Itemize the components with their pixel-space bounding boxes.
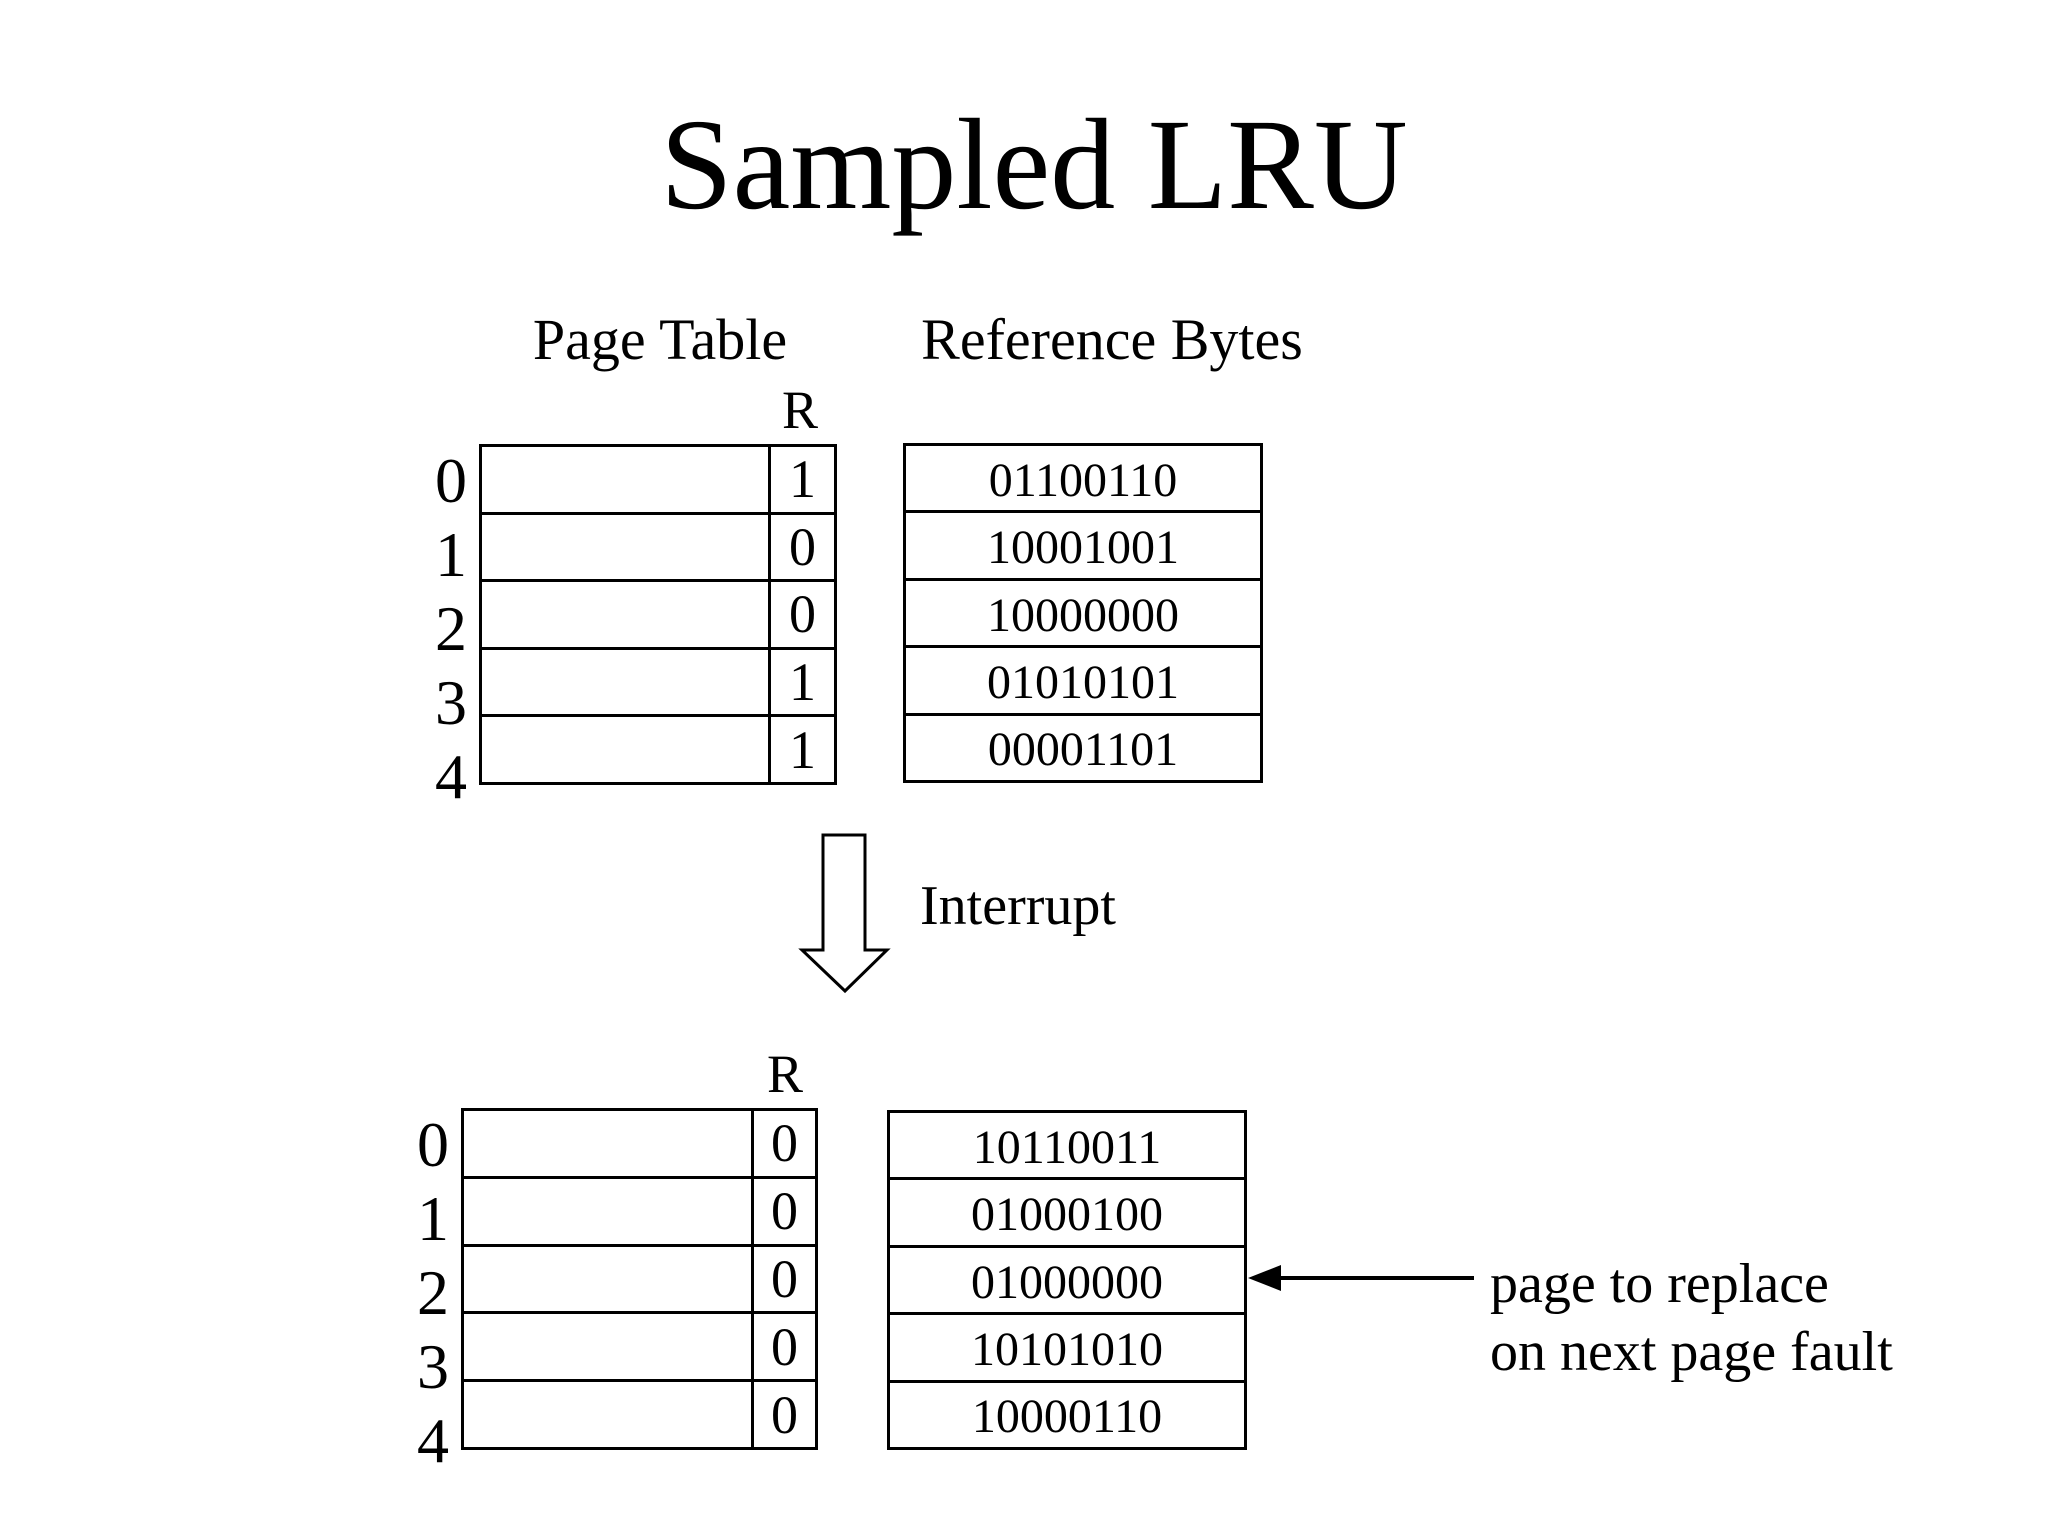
r-bit-cell: 0 — [768, 582, 834, 647]
row-index-label: 2 — [417, 1257, 449, 1328]
page-table-header: Page Table — [532, 307, 788, 372]
row-index-label: 3 — [435, 667, 467, 738]
page-table-entry-cell — [482, 582, 768, 647]
page-table-entry-cell — [464, 1382, 751, 1447]
page-table-row: 0 — [482, 511, 834, 580]
page-table-row: 1 — [482, 646, 834, 715]
r-column-header-before: R — [781, 380, 819, 440]
reference-bytes-table-before: 01100110 10001001 10000000 01010101 0000… — [903, 443, 1263, 783]
row-index-label: 0 — [417, 1109, 449, 1180]
r-bit-cell: 0 — [751, 1111, 815, 1176]
reference-byte-cell: 10001001 — [906, 510, 1260, 577]
page-table-row: 1 — [482, 447, 834, 512]
annotation-line-1: page to replace — [1490, 1253, 1829, 1315]
reference-byte-cell: 10000110 — [890, 1379, 1244, 1447]
reference-byte-cell: 10101010 — [890, 1312, 1244, 1379]
reference-byte-cell: 10110011 — [972, 1120, 1162, 1174]
reference-byte-cell: 01010101 — [906, 645, 1260, 712]
reference-byte-cell: 01100110 — [988, 453, 1178, 507]
row-index-column-before: 0 1 2 3 4 — [397, 444, 467, 812]
page-table-row: 0 — [464, 1311, 815, 1380]
page-table-after: 0 0 0 0 0 — [461, 1108, 818, 1450]
page-title: Sampled LRU — [660, 93, 1408, 237]
reference-byte-cell: 01000000 — [890, 1244, 1244, 1312]
reference-byte-cell: 10000000 — [906, 577, 1260, 645]
page-table-row: 0 — [464, 1379, 815, 1447]
page-table-entry-cell — [464, 1111, 751, 1176]
r-column-header-after: R — [766, 1044, 804, 1104]
page-to-replace-arrow-icon — [1248, 1265, 1474, 1291]
interrupt-label: Interrupt — [920, 875, 1116, 937]
r-bit-cell: 0 — [751, 1382, 815, 1447]
page-table-row: 0 — [464, 1111, 815, 1176]
row-index-label: 1 — [435, 519, 467, 590]
page-to-replace-annotation: page to replace on next page fault — [1490, 1250, 1893, 1386]
r-bit-cell: 1 — [768, 649, 834, 715]
page-table-row: 0 — [464, 1175, 815, 1244]
page-table-before: 1 0 0 1 1 — [479, 444, 837, 785]
page-table-row: 0 — [482, 579, 834, 647]
r-bit-cell: 0 — [768, 514, 834, 580]
reference-bytes-table-after: 10110011 01000100 01000000 10101010 1000… — [887, 1110, 1247, 1450]
interrupt-arrow-icon — [798, 833, 891, 994]
row-index-label: 1 — [417, 1183, 449, 1254]
page-table-entry-cell — [464, 1314, 751, 1379]
row-index-label: 2 — [435, 593, 467, 664]
reference-byte-cell: 00001101 — [906, 712, 1260, 780]
row-index-label: 3 — [417, 1331, 449, 1402]
r-bit-cell: 0 — [751, 1246, 815, 1312]
page-table-entry-cell — [482, 515, 768, 580]
row-index-column-after: 0 1 2 3 4 — [379, 1108, 449, 1476]
row-index-label: 4 — [435, 741, 467, 812]
page-table-entry-cell — [482, 447, 768, 512]
page-table-row: 1 — [482, 714, 834, 782]
page-table-entry-cell — [464, 1247, 751, 1312]
reference-bytes-header: Reference Bytes — [921, 307, 1303, 372]
r-bit-cell: 1 — [768, 717, 834, 782]
page-table-entry-cell — [482, 717, 768, 782]
r-bit-cell: 0 — [751, 1178, 815, 1244]
page-table-row: 0 — [464, 1243, 815, 1312]
row-index-label: 4 — [417, 1405, 449, 1476]
row-index-label: 0 — [435, 445, 467, 516]
page-table-entry-cell — [482, 650, 768, 715]
r-bit-cell: 1 — [768, 447, 834, 512]
page-table-entry-cell — [464, 1179, 751, 1244]
r-bit-cell: 0 — [751, 1314, 815, 1380]
annotation-line-2: on next page fault — [1490, 1321, 1893, 1383]
reference-byte-cell: 01000100 — [890, 1177, 1244, 1244]
